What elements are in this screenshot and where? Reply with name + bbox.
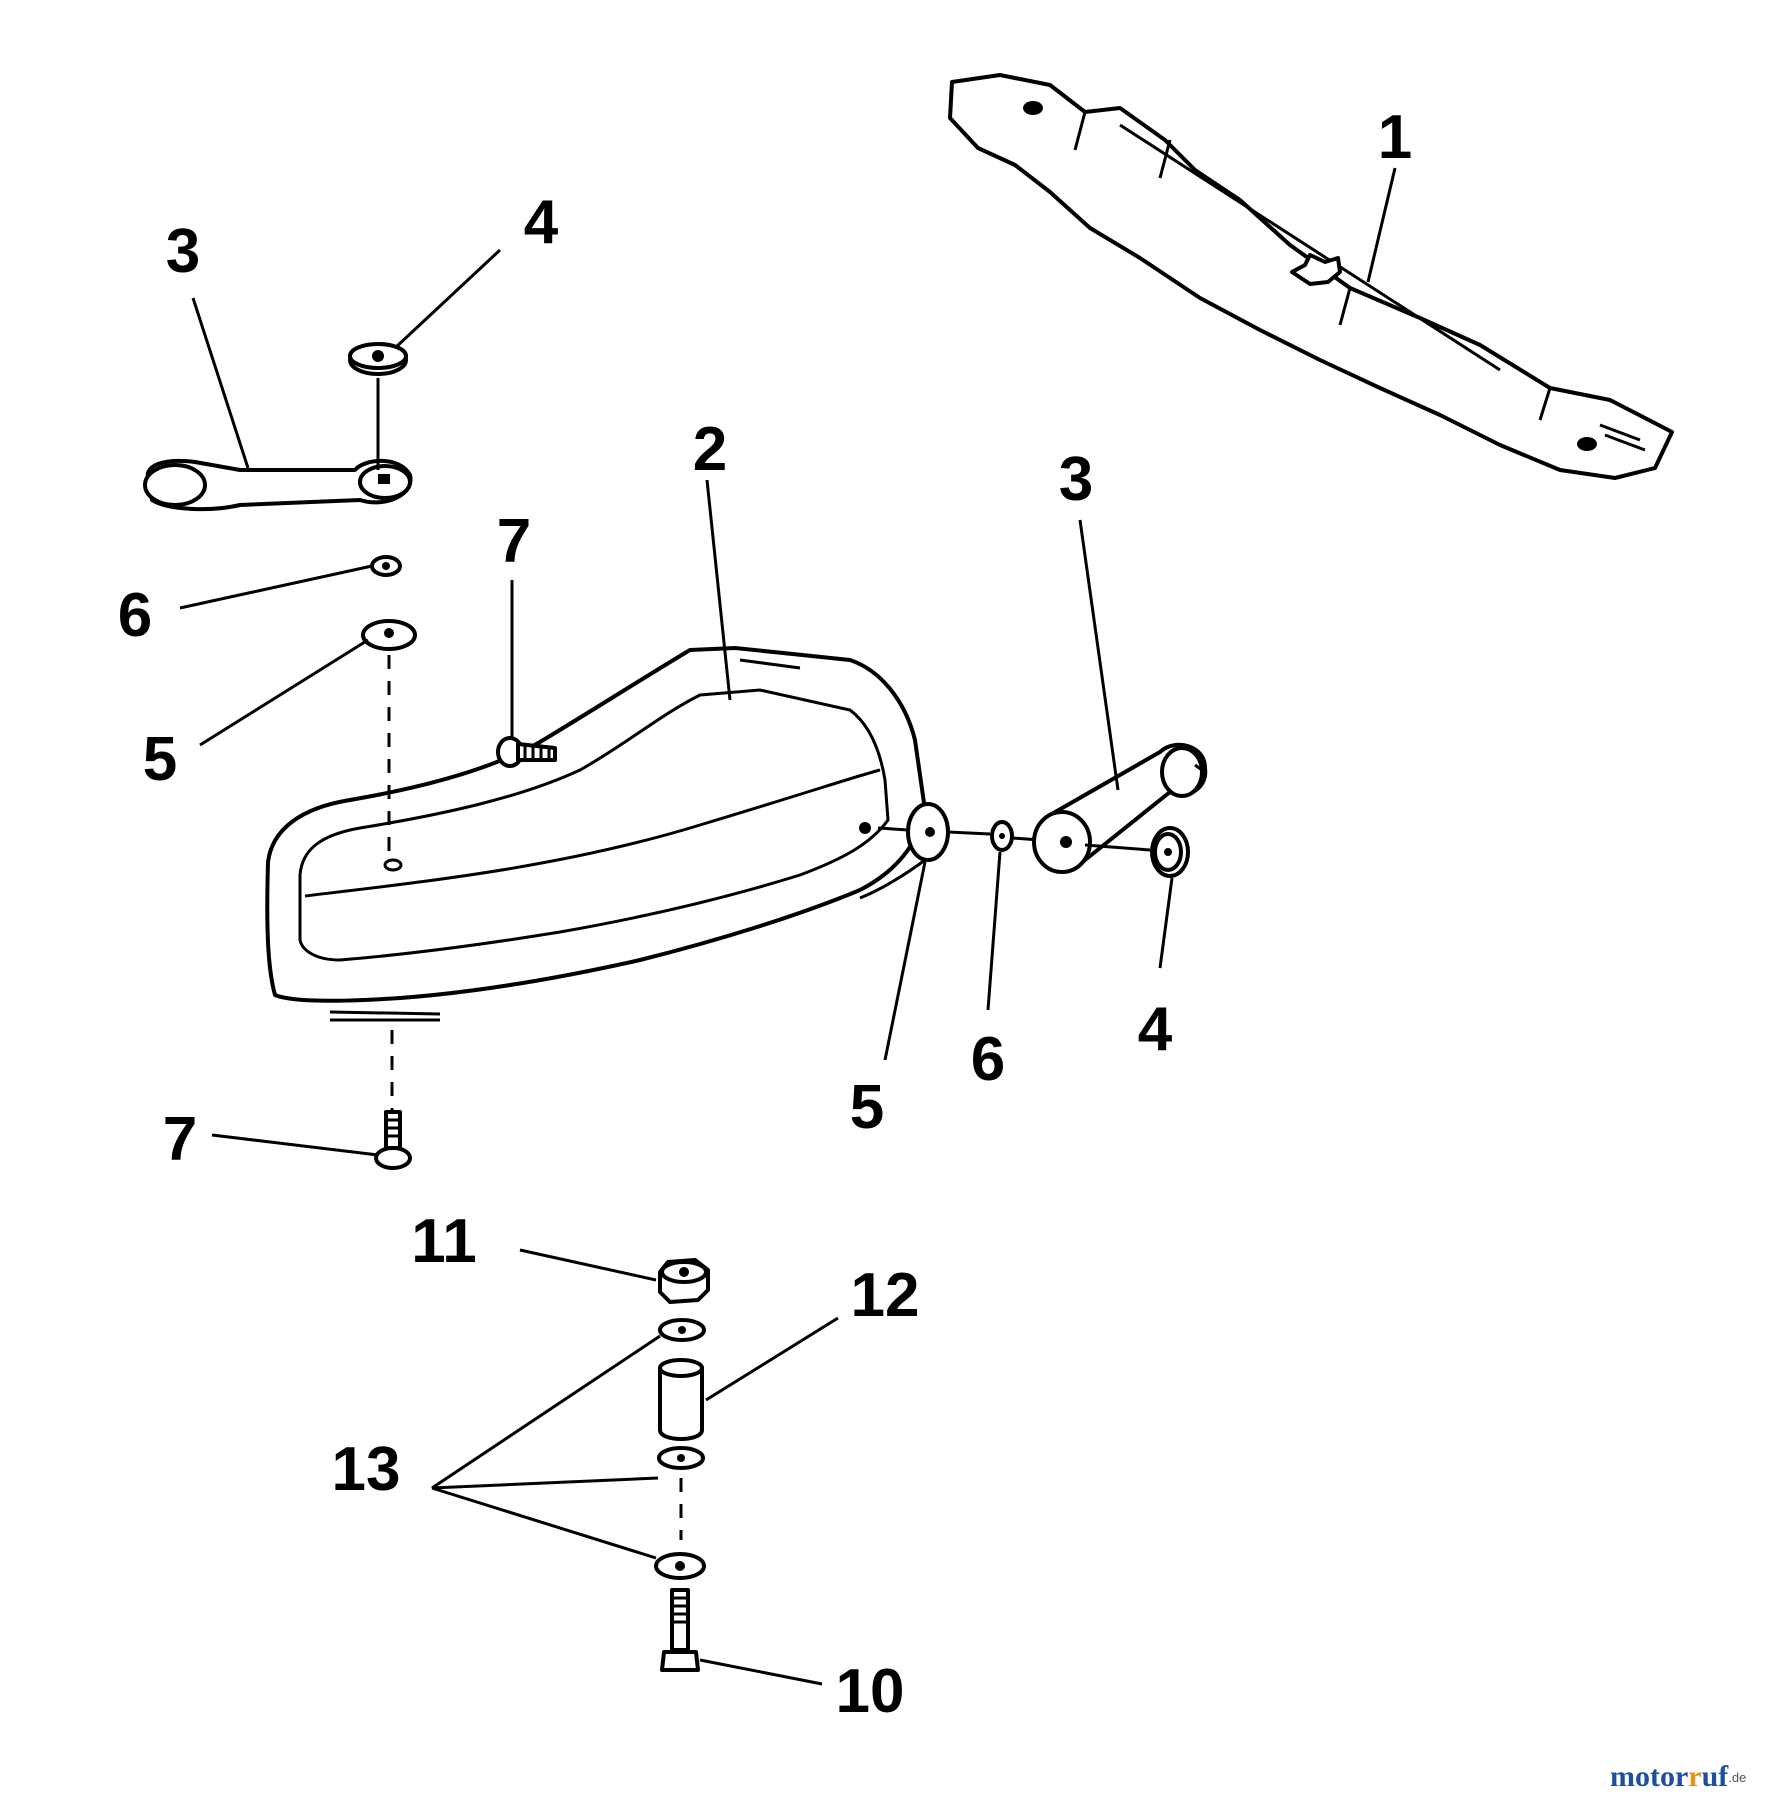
washer-13-bottom-part: [654, 1552, 706, 1580]
watermark-text-r: r: [1688, 1760, 1701, 1793]
left-link-arm-part: [143, 458, 413, 512]
leader-line: [431, 1486, 657, 1560]
leader-line: [179, 564, 373, 610]
leader-line: [883, 861, 927, 1061]
watermark-text-a: motor: [1610, 1760, 1688, 1793]
callout-5-left: 5: [143, 725, 177, 794]
blade-guard-part: [265, 646, 927, 1022]
callout-12: 12: [851, 1261, 920, 1330]
bolt-7-lower-part: [374, 1110, 412, 1170]
leader-line: [1158, 877, 1174, 969]
callout-11-group: 11: [411, 1207, 657, 1282]
washer-13-middle-part: [657, 1446, 705, 1470]
callout-11: 11: [411, 1207, 477, 1276]
callout-10: 10: [836, 1657, 905, 1726]
bolt-7-upper-part: [496, 736, 557, 768]
callout-5-right: 5: [850, 1073, 884, 1142]
callout-4-right: 4: [1138, 995, 1173, 1064]
callout-1: 1: [1378, 103, 1412, 172]
spacer-12-part: [658, 1358, 704, 1441]
leader-line: [211, 1133, 379, 1157]
leader-line: [705, 479, 732, 701]
watermark-logo: motorruf.de: [1610, 1760, 1746, 1793]
callout-7-upper: 7: [497, 507, 531, 576]
watermark: motorruf.de: [1610, 1760, 1746, 1793]
leader-line: [199, 638, 369, 747]
leader-line: [1366, 167, 1397, 283]
callout-7a-group: 7: [497, 507, 531, 738]
leader-line: [1078, 519, 1120, 791]
callout-4-left: 4: [524, 188, 559, 257]
leader-line: [191, 297, 250, 469]
blade-part: [948, 73, 1674, 480]
callout-6b-group: 6: [971, 851, 1005, 1094]
right-washer-5-part: [906, 802, 950, 862]
watermark-tld: .de: [1728, 1770, 1746, 1785]
leader-line: [431, 1476, 659, 1490]
callout-7b-group: 7: [163, 1105, 379, 1174]
leader-line: [393, 248, 502, 350]
callout-12-group: 12: [705, 1261, 920, 1402]
callout-1-group: 1: [1366, 103, 1412, 283]
callout-10-group: 10: [699, 1657, 905, 1726]
leader-line: [699, 1658, 823, 1686]
callout-4b-group: 4: [1138, 877, 1174, 1064]
right-link-arm-part: [1032, 742, 1208, 874]
bolt-10-part: [660, 1588, 700, 1672]
callout-3b-group: 3: [1059, 445, 1120, 791]
callout-6-right: 6: [971, 1025, 1005, 1094]
leader-line: [986, 851, 1002, 1011]
callout-3a-group: 3: [166, 217, 250, 469]
washer-13-top-part: [658, 1318, 706, 1342]
leader-line: [705, 1316, 839, 1402]
callout-5b-group: 5: [850, 861, 927, 1142]
callout-6a-group: 6: [118, 564, 373, 650]
callout-5a-group: 5: [143, 638, 369, 794]
left-washer-6-part: [370, 555, 402, 577]
callout-13: 13: [332, 1435, 401, 1504]
callout-6-left: 6: [118, 581, 152, 650]
leader-line: [431, 1334, 661, 1490]
left-washer-5-part: [361, 619, 417, 651]
callout-4a-group: 4: [393, 188, 559, 350]
left-nut-4-part: [348, 342, 408, 470]
callout-13-group: 13: [332, 1334, 661, 1560]
right-washer-6-part: [990, 820, 1014, 852]
callout-3-left: 3: [166, 217, 200, 286]
right-nut-4-part: [1084, 826, 1190, 878]
callout-3-right: 3: [1059, 445, 1093, 514]
callout-2: 2: [693, 415, 727, 484]
callout-7-lower: 7: [163, 1105, 197, 1174]
watermark-text-b: uf: [1702, 1760, 1730, 1793]
nut-11-part: [658, 1258, 710, 1304]
leader-line: [519, 1248, 657, 1282]
callout-2-group: 2: [693, 415, 732, 701]
